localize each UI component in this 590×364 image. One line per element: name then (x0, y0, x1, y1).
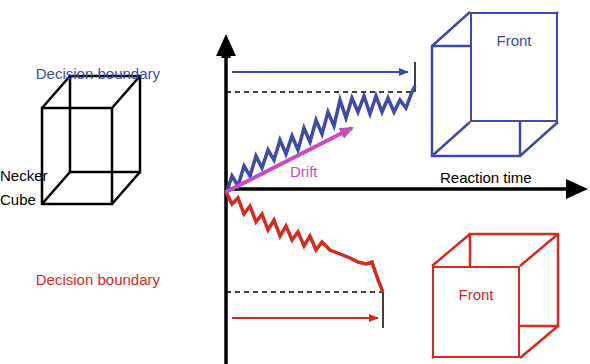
red-walk (226, 192, 383, 292)
upper-boundary (226, 91, 412, 93)
axis-label: Reaction time (440, 166, 532, 190)
lower-tick (382, 292, 384, 328)
red-cube-back (432, 234, 558, 358)
front-face-red: Front (432, 266, 520, 358)
upper-time-arrow (232, 71, 408, 73)
blue-cube-back (432, 12, 558, 156)
face-text: Front (496, 14, 531, 50)
lower-time-arrow (232, 317, 378, 319)
y-axis (224, 50, 228, 364)
necker-cube (42, 76, 140, 204)
boundary-label: Decision boundary (20, 62, 160, 86)
x-axis (226, 187, 570, 191)
face-text: Front (458, 268, 493, 304)
drift-arrow (226, 128, 352, 192)
boundary-label: Decision boundary (20, 268, 160, 292)
y-axis-head (216, 34, 236, 56)
drift-label: Drift (290, 160, 318, 184)
blue-walk (226, 86, 415, 194)
front-face-blue: Front (470, 12, 558, 122)
x-axis-head (566, 179, 588, 199)
lower-boundary (226, 291, 383, 293)
stimulus-label: Necker Cube (0, 164, 42, 212)
